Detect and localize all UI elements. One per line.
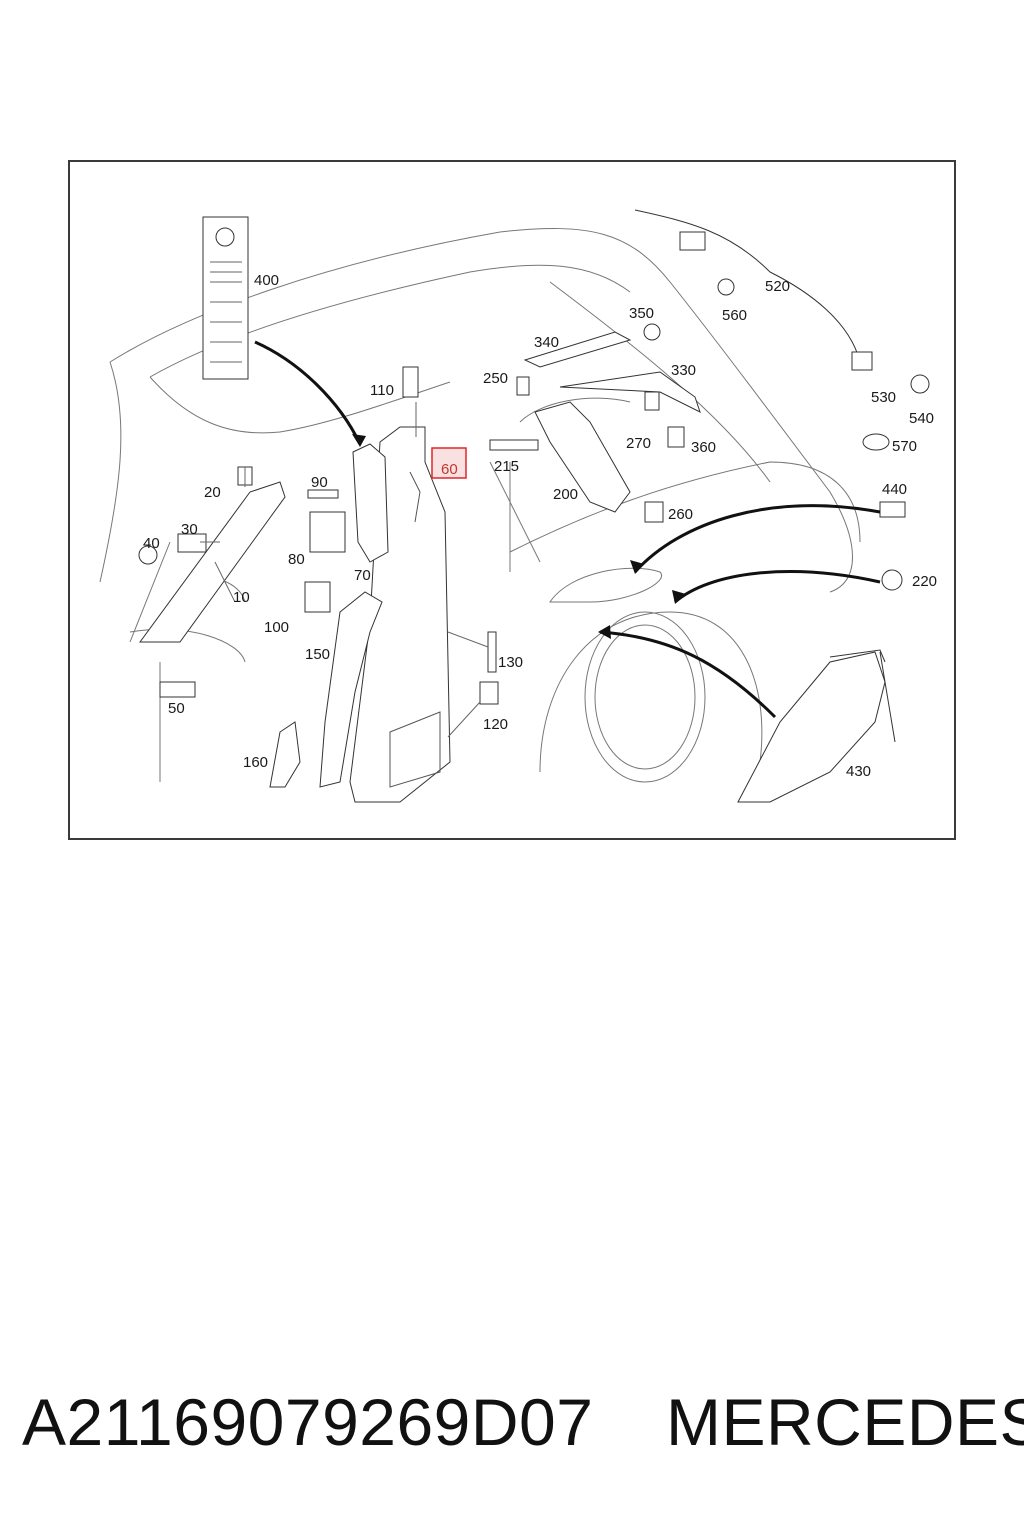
label-560: 560: [722, 307, 747, 324]
label-360: 360: [691, 439, 716, 456]
label-440: 440: [882, 481, 907, 498]
part-label-400-sketch: [202, 216, 249, 380]
label-200: 200: [553, 486, 578, 503]
callout-arrows: [254, 340, 881, 719]
label-20: 20: [204, 484, 221, 501]
part-150-sketch: [319, 591, 383, 788]
label-90: 90: [311, 474, 328, 491]
label-40: 40: [143, 535, 160, 552]
label-70: 70: [354, 567, 371, 584]
highlight-box: [431, 447, 467, 479]
label-120: 120: [483, 716, 508, 733]
label-340: 340: [534, 334, 559, 351]
label-270: 270: [626, 435, 651, 452]
label-50: 50: [168, 700, 185, 717]
label-530: 530: [871, 389, 896, 406]
label-100: 100: [264, 619, 289, 636]
label-150: 150: [305, 646, 330, 663]
cable-520-sketch: [634, 209, 873, 371]
label-160: 160: [243, 754, 268, 771]
label-220: 220: [912, 573, 937, 590]
side-panel-70-sketch: [352, 443, 389, 563]
part-330-sketch: [559, 371, 701, 413]
label-60: 60: [441, 461, 458, 478]
label-520: 520: [765, 278, 790, 295]
label-260: 260: [668, 506, 693, 523]
label-570: 570: [892, 438, 917, 455]
leader-lines: [200, 402, 489, 738]
label-110: 110: [370, 382, 394, 399]
part-430-sketch: [737, 649, 896, 803]
label-80: 80: [288, 551, 305, 568]
label-400: 400: [254, 272, 279, 289]
brand-name: MERCEDES: [666, 1385, 1024, 1459]
trim-10-sketch: [139, 481, 286, 643]
label-350: 350: [629, 305, 654, 322]
callout-labels: 400 520 560 350 340 330 250 110 270 360 …: [143, 272, 937, 780]
arrow-heads: [352, 434, 686, 639]
pillar-trim-sketch: [349, 426, 451, 803]
part-160-sketch: [269, 721, 301, 788]
product-caption: A21169079269D07 MERCEDES: [0, 1384, 1024, 1464]
label-330: 330: [671, 362, 696, 379]
small-parts-sketch: [138, 278, 930, 705]
label-215: 215: [494, 458, 519, 475]
part-number: A21169079269D07: [22, 1385, 594, 1459]
label-30: 30: [181, 521, 198, 538]
label-250: 250: [483, 370, 508, 387]
label-10: 10: [233, 589, 250, 606]
part-200-sketch: [534, 401, 631, 513]
label-130: 130: [498, 654, 523, 671]
diagram-frame: 400 520 560 350 340 330 250 110 270 360 …: [68, 160, 956, 840]
label-430: 430: [846, 763, 871, 780]
part-340-sketch: [523, 331, 632, 368]
parts-diagram: 400 520 560 350 340 330 250 110 270 360 …: [99, 209, 937, 803]
label-540: 540: [909, 410, 934, 427]
